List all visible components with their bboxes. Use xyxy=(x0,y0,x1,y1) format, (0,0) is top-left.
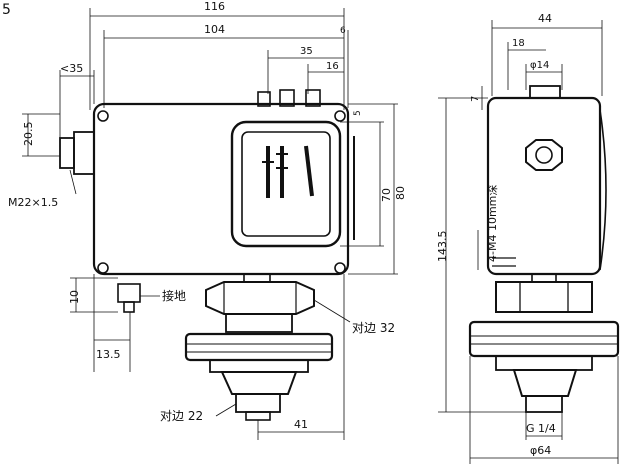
dim-13-5: 13.5 xyxy=(96,348,121,361)
dim-20-5: 20.5 xyxy=(22,122,35,147)
across-flats-32-label: 对边 32 xyxy=(352,321,395,335)
cable-gland xyxy=(59,137,75,169)
adjuster-3 xyxy=(305,89,321,107)
dim-5: 5 xyxy=(353,110,363,116)
dim-6: 6 xyxy=(340,26,346,36)
dim-80: 80 xyxy=(394,186,407,200)
dim-18: 18 xyxy=(512,38,525,49)
side-view xyxy=(438,20,620,464)
switch-housing xyxy=(92,102,350,276)
ground-label: 接地 xyxy=(162,288,186,303)
dim-16: 16 xyxy=(326,61,339,72)
dim-10: 10 xyxy=(68,290,81,304)
dim-70: 70 xyxy=(380,188,393,202)
ground-terminal xyxy=(117,283,141,303)
side-housing xyxy=(486,96,602,276)
dim-phi64: φ64 xyxy=(530,444,551,457)
corner-screw-br xyxy=(334,262,346,274)
hex-nut-32 xyxy=(205,281,315,315)
adjuster-2 xyxy=(279,89,295,107)
dim-143-5: 143.5 xyxy=(436,231,449,263)
corner-screw-tl xyxy=(97,110,109,122)
dim-g14: G 1/4 xyxy=(526,422,556,435)
dim-41: 41 xyxy=(294,418,308,431)
window-glass xyxy=(241,131,331,237)
adjuster-1 xyxy=(257,91,271,107)
figure-number: 5 xyxy=(2,2,11,18)
across-flats-22-label: 对边 22 xyxy=(160,409,203,423)
corner-screw-bl xyxy=(97,262,109,274)
side-gland xyxy=(525,139,563,171)
port-fitting xyxy=(235,393,281,413)
mount-holes-label: 4-M4 10mm深 xyxy=(486,185,499,262)
corner-screw-tr xyxy=(334,110,346,122)
dim-35: 35 xyxy=(300,46,313,57)
dim-44: 44 xyxy=(538,12,552,25)
flange xyxy=(184,332,334,362)
side-nut xyxy=(495,281,593,313)
window-frame xyxy=(230,120,342,248)
thread-label: M22×1.5 xyxy=(8,196,58,209)
front-view xyxy=(22,8,398,440)
dim-7: 7 xyxy=(470,96,481,102)
dim-104: 104 xyxy=(204,23,225,36)
dim-phi14: φ14 xyxy=(530,60,549,71)
gland-nut xyxy=(73,131,95,175)
scale-bar-3 xyxy=(304,145,314,197)
dim-116: 116 xyxy=(204,0,225,13)
dim-left-fitting: <35 xyxy=(60,62,83,75)
side-flange xyxy=(468,320,620,358)
